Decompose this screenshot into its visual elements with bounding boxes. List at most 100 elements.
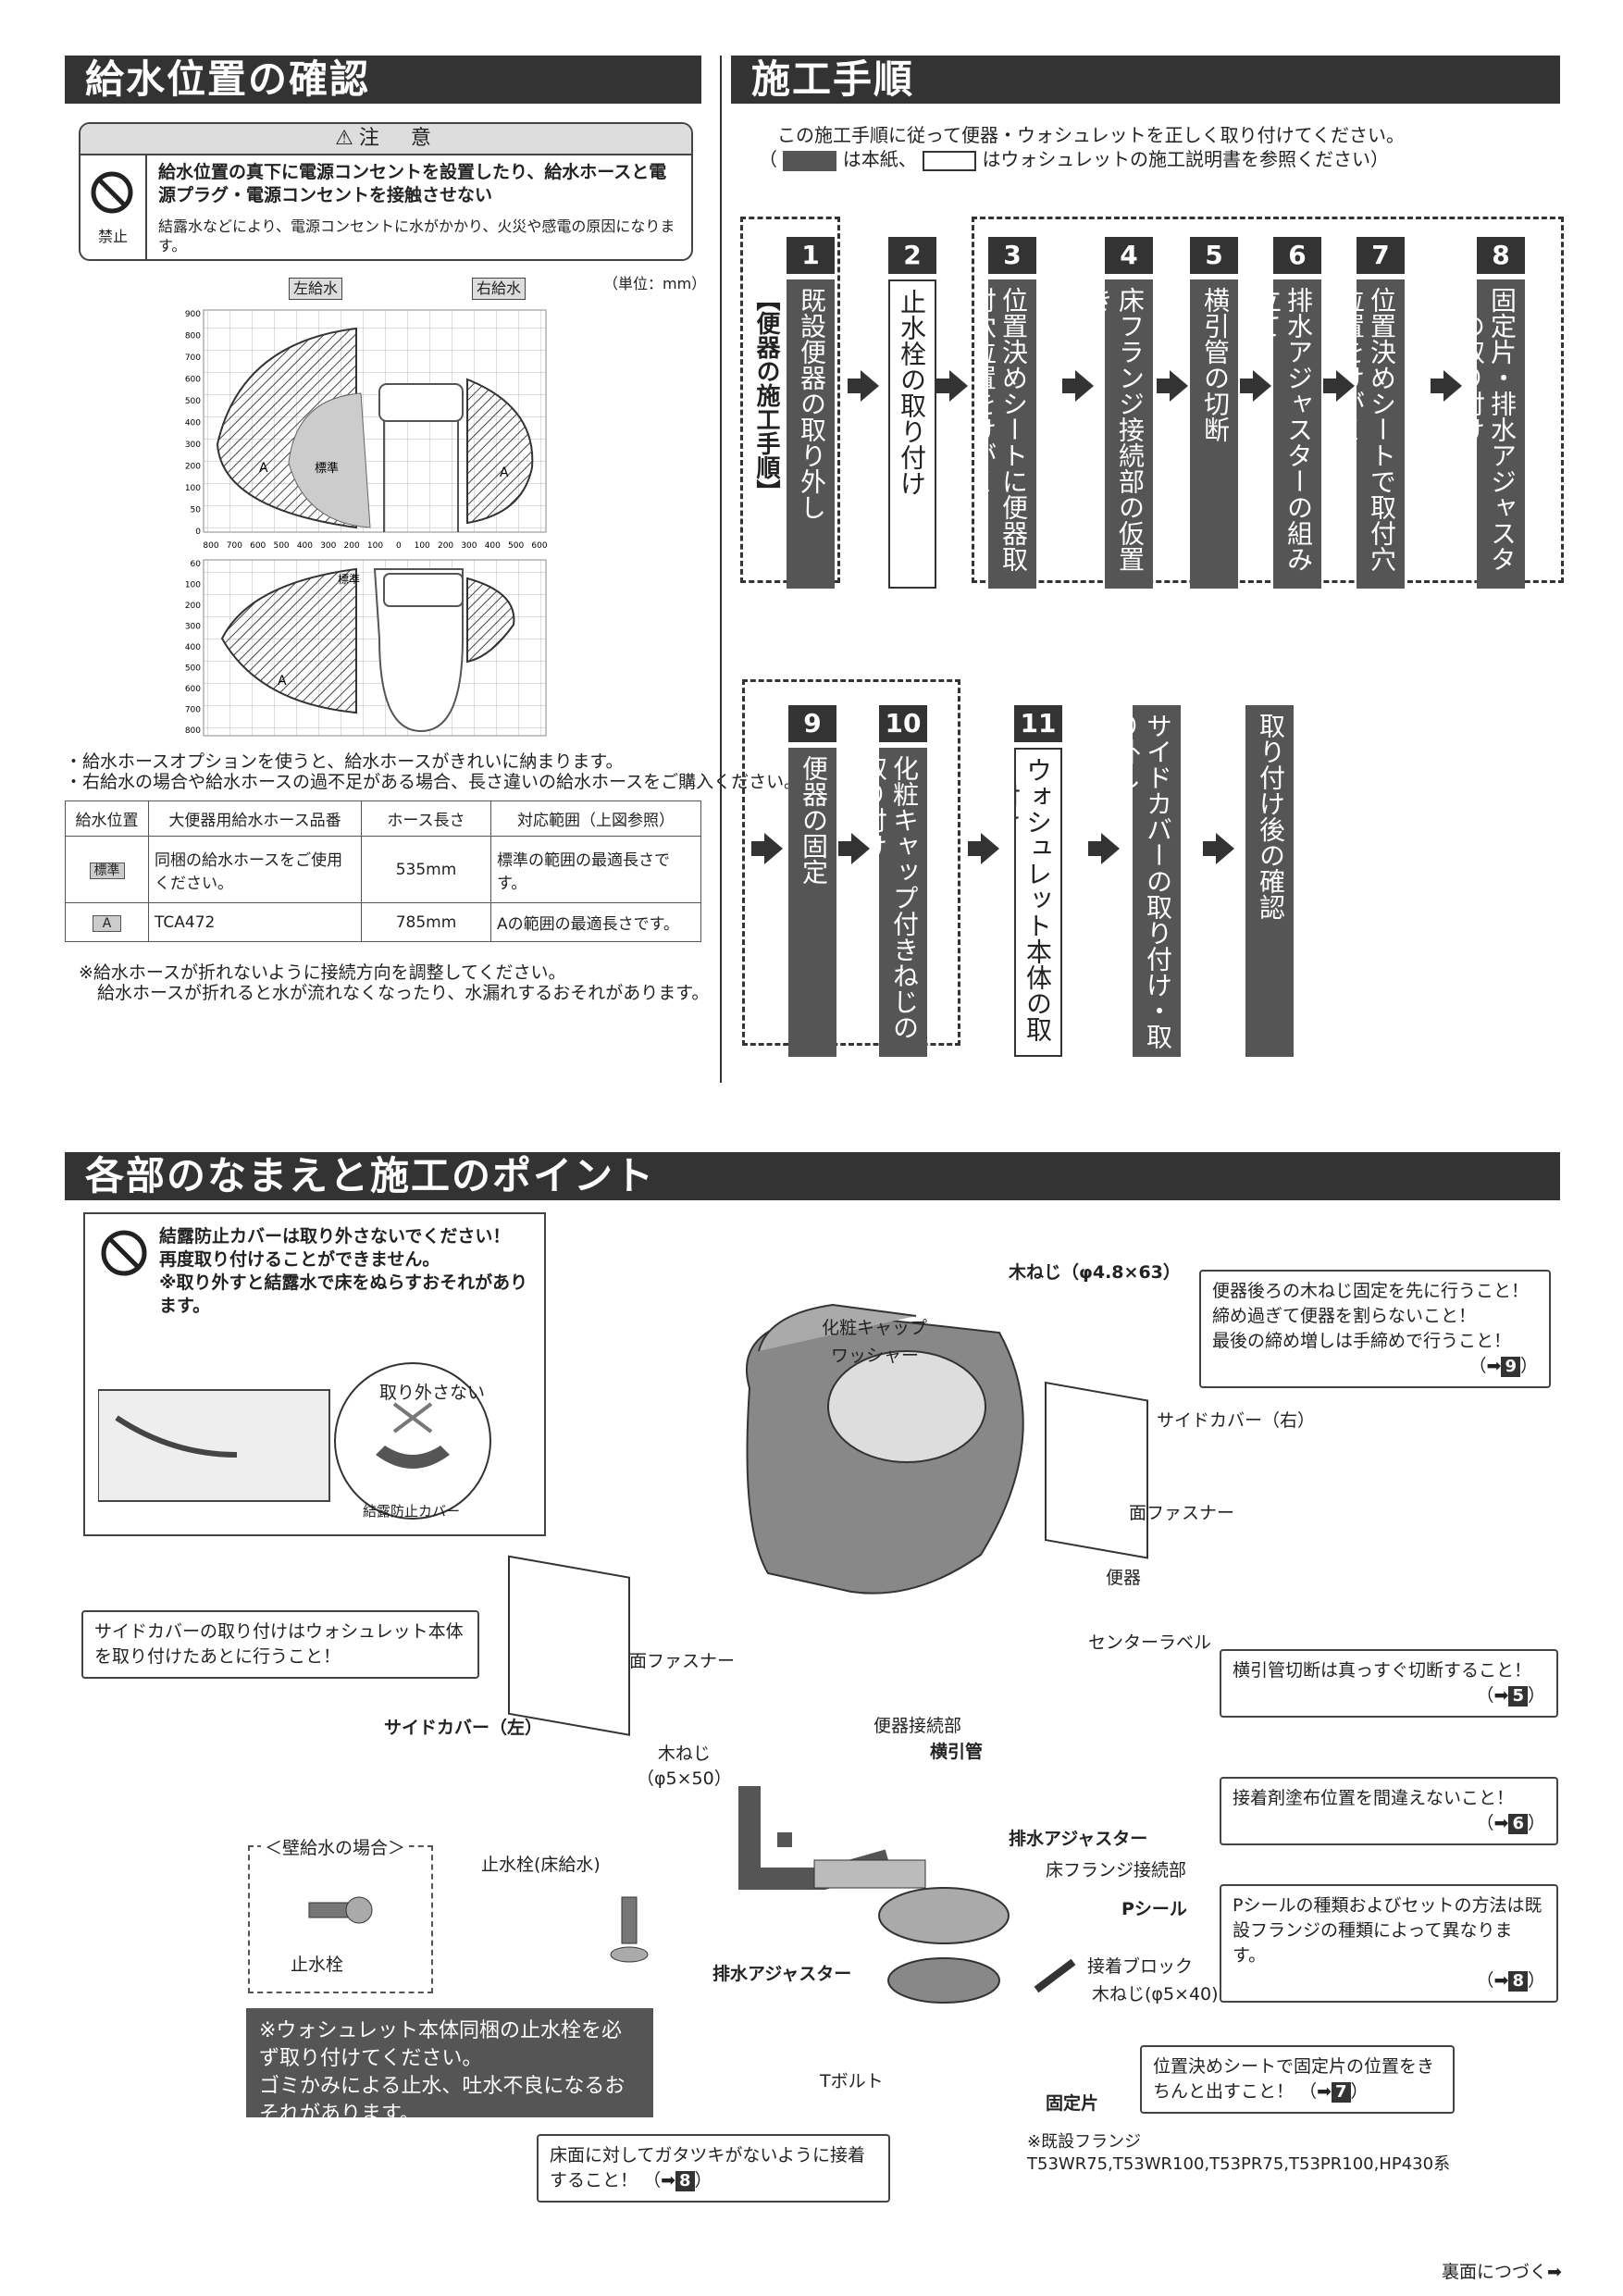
- legend-white-text: はウォシュレットの施工説明書を参照ください）: [982, 148, 1390, 170]
- step-num: 5: [1190, 237, 1238, 274]
- condensation-warning: 結露防止カバーは取り外さないでください！ 再度取り付けることができません。 ※取…: [159, 1226, 528, 1316]
- label-side-cover-left: サイドカバー（左）: [384, 1718, 543, 1738]
- y-tick-label: 600: [185, 685, 201, 694]
- y-tick-label: 100: [185, 581, 201, 590]
- callout-pipe: 横引管切断は真っすぐ切断すること！ （➡5）: [1220, 1649, 1558, 1718]
- legend-dark-text: は本紙、: [842, 148, 917, 170]
- label-lateral-pipe: 横引管: [930, 1742, 984, 1762]
- hose-spec-table: 給水位置 大便器用給水ホース品番 ホース長さ 対応範囲（上図参照） 標準 同梱の…: [65, 800, 701, 942]
- step-text: ウォシュレット本体の取り付け: [1014, 748, 1062, 1057]
- label-floor-conn: 床フランジ接続部: [1046, 1860, 1187, 1880]
- footnote-2: 給水ホースが折れると水が流れなくなったり、水漏れするおそれがあります。: [97, 983, 710, 1003]
- remove-ng-label: 取り外さない: [379, 1383, 486, 1403]
- step-3: 3 位置決めシートに便器取付穴位置をけがく: [988, 237, 1036, 589]
- x-tick-label: 700: [227, 541, 242, 551]
- section-title-supply: 給水位置の確認: [65, 56, 701, 104]
- step-11: 11ウォシュレット本体の取り付け: [1014, 705, 1062, 1057]
- y-tick-label: 800: [185, 332, 201, 341]
- step-4: 4 床フランジ接続部の仮置き: [1105, 237, 1153, 589]
- x-tick-label: 200: [344, 541, 360, 551]
- stopcock-label: 止水栓: [291, 1955, 344, 1975]
- step-text: サイドカバーの取り付け・取り外し: [1133, 705, 1181, 1057]
- label-wood-screw-large: 木ねじ（φ4.8×63）: [1009, 1262, 1181, 1283]
- arrow-icon: [848, 370, 879, 402]
- y-tick-label: 800: [185, 726, 201, 736]
- procedure-intro: この施工手順に従って便器・ウォシュレットを正しく取り付けてください。: [777, 124, 1405, 146]
- step-text: 床フランジ接続部の仮置き: [1105, 279, 1153, 589]
- step-num: 6: [1273, 237, 1321, 274]
- table-header: 大便器用給水ホース品番: [148, 800, 362, 837]
- label-fixed-piece: 固定片: [1046, 2093, 1099, 2114]
- step-side-cover: サイドカバーの取り付け・取り外し: [1133, 705, 1181, 1057]
- toilet-exploded-illustration: [508, 1303, 1148, 2004]
- std-tag: 標準: [89, 862, 125, 879]
- step-text: 位置決めシートに便器取付穴位置をけがく: [988, 279, 1036, 589]
- step-text: 横引管の切断: [1190, 279, 1238, 589]
- column-divider: [720, 56, 722, 1083]
- callout-pseal-text: Pシールの種類およびセットの方法は既設フランジの種類によって異なります。: [1233, 1895, 1542, 1966]
- x-tick-label: 800: [203, 541, 218, 551]
- group-frame-2: [972, 217, 1564, 583]
- section-title-parts: 各部のなまえと施工のポイント: [65, 1152, 1560, 1200]
- group-frame-3: [742, 679, 960, 1046]
- step-check: 取り付け後の確認: [1245, 705, 1294, 1057]
- y-tick-label: 300: [185, 623, 201, 632]
- callout-fix: 位置決めシートで固定片の位置をきちんと出すこと！ （➡7）: [1140, 2045, 1455, 2114]
- wall-supply-label: ＜壁給水の場合＞: [261, 1834, 410, 1859]
- callout-floor-text: 床面に対してガタツキがないように接着すること！: [550, 2145, 866, 2191]
- wall-supply-box: ＜壁給水の場合＞ 止水栓: [248, 1834, 433, 1993]
- step-num: 7: [1357, 237, 1405, 274]
- y-tick-label: 60: [191, 560, 202, 569]
- y-tick-label: 0: [195, 527, 201, 537]
- step-text: 便器の固定: [788, 748, 836, 1057]
- table-header: 給水位置: [65, 800, 149, 837]
- right-supply-tag: 右給水: [472, 278, 527, 300]
- y-tick-label: 700: [185, 354, 201, 363]
- zone-std-label: 標準: [315, 461, 339, 476]
- step-text: 止水栓の取り付け: [888, 279, 936, 589]
- x-tick-label: 500: [273, 541, 289, 551]
- arrow-icon: [751, 833, 783, 864]
- section-title-procedure: 施工手順: [731, 56, 1560, 104]
- y-tick-label: 200: [185, 463, 201, 472]
- step-num: 3: [988, 237, 1036, 274]
- x-tick-label: 400: [297, 541, 313, 551]
- x-tick-label: 400: [485, 541, 501, 551]
- step-10: 10化粧キャップ付きねじの取り付け: [879, 705, 927, 1057]
- ref-step-5: 5: [1508, 1686, 1528, 1706]
- step-num: 4: [1105, 237, 1153, 274]
- label-side-cover-right: サイドカバー（右）: [1157, 1410, 1316, 1431]
- diagram-note-2: ・右給水の場合や給水ホースの過不足がある場合、長さ違いの給水ホースをご購入くださ…: [65, 772, 802, 792]
- label-stopcock-floor: 止水栓(床給水): [481, 1855, 601, 1875]
- label-pseal: Pシール: [1121, 1899, 1187, 1919]
- x-tick-label: 200: [438, 541, 453, 551]
- x-tick-label: 0: [396, 541, 402, 551]
- callout-side-cover: サイドカバーの取り付けはウォシュレット本体を取り付けたあとに行うこと！: [81, 1610, 479, 1679]
- step-num: 1: [787, 237, 835, 274]
- arrow-icon: [936, 370, 968, 402]
- zone-a-label-3: A: [278, 674, 287, 689]
- callout-side-text: サイドカバーの取り付けはウォシュレット本体を取り付けたあとに行うこと！: [94, 1621, 464, 1667]
- arrow-icon: [1240, 370, 1271, 402]
- label-fastener-right: 面ファスナー: [1129, 1503, 1235, 1523]
- y-tick-label: 500: [185, 397, 201, 406]
- legend-white-swatch: [923, 150, 977, 171]
- legend-dark-swatch: [783, 150, 837, 171]
- y-tick-label: 400: [185, 419, 201, 428]
- x-tick-label: 100: [415, 541, 430, 551]
- caution-message: 給水位置の真下に電源コンセントを設置したり、給水ホースと電源プラグ・電源コンセン…: [158, 162, 667, 205]
- label-bowl: 便器: [1106, 1568, 1142, 1588]
- stopcock-notice: ※ウォシュレット本体同梱の止水栓を必ず取り付けてください。 ゴミかみによる止水、…: [246, 2008, 653, 2126]
- callout-pipe-text: 横引管切断は真っすぐ切断すること！: [1233, 1660, 1532, 1681]
- y-tick-label: 200: [185, 602, 201, 611]
- x-tick-label: 300: [461, 541, 477, 551]
- callout-floor: 床面に対してガタツキがないように接着すること！ （➡8）: [537, 2134, 890, 2203]
- ref-step-8: 8: [1508, 1971, 1528, 1992]
- arrow-icon: [1088, 833, 1120, 864]
- flange-models: T53WR75,T53WR100,T53PR75,T53PR100,HP430系: [1027, 2154, 1451, 2174]
- table-header: ホース長さ: [361, 800, 491, 837]
- step-num: 2: [888, 237, 936, 274]
